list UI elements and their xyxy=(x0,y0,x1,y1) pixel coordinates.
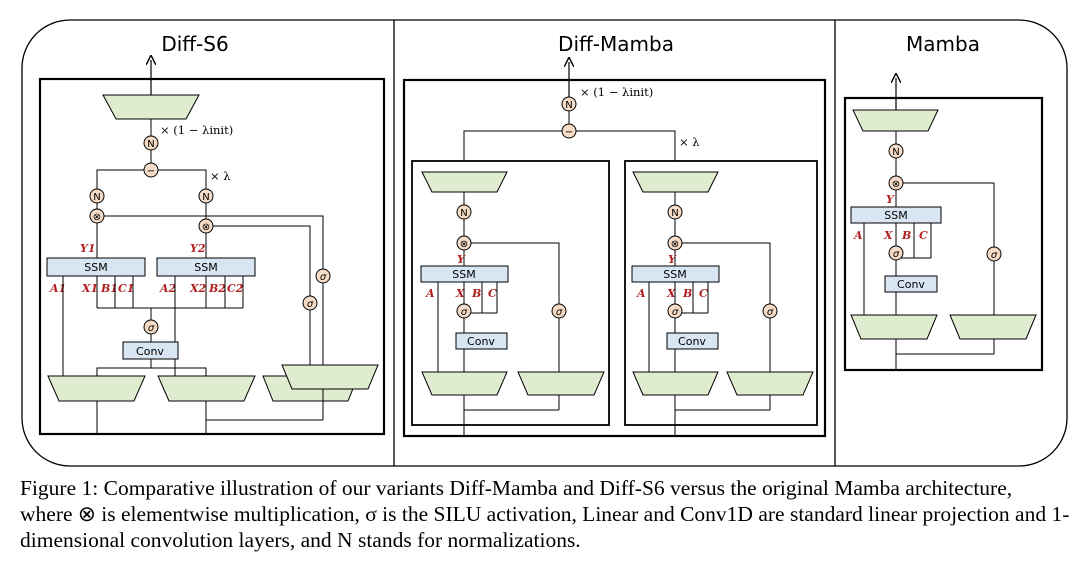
svg-text:Y: Y xyxy=(886,193,895,206)
svg-text:Y1: Y1 xyxy=(80,242,96,255)
input-linear-block xyxy=(850,314,938,340)
svg-text:A2: A2 xyxy=(159,282,177,295)
svg-text:⊗: ⊗ xyxy=(671,239,679,250)
svg-text:B: B xyxy=(682,287,692,300)
input-linear-block xyxy=(157,375,256,402)
output-linear-block xyxy=(421,171,508,193)
svg-text:SSM: SSM xyxy=(663,268,686,281)
svg-text:N: N xyxy=(565,100,572,111)
mamba-sub-block: N ⊗ Y SSM A X B C σ Conv σ xyxy=(624,160,818,426)
svg-text:σ: σ xyxy=(307,299,314,310)
svg-text:⊗: ⊗ xyxy=(460,239,468,250)
output-linear-block xyxy=(102,94,200,120)
svg-text:X1: X1 xyxy=(81,282,98,295)
svg-text:σ: σ xyxy=(148,323,155,334)
svg-text:Conv: Conv xyxy=(897,278,925,291)
svg-text:N: N xyxy=(892,147,899,158)
svg-text:A: A xyxy=(853,229,863,242)
lambda-label: × λ xyxy=(679,135,700,149)
svg-text:⊗: ⊗ xyxy=(892,179,900,190)
input-linear-block xyxy=(517,371,605,396)
svg-text:C2: C2 xyxy=(227,282,244,295)
input-linear-block xyxy=(281,364,379,390)
svg-text:SSM: SSM xyxy=(84,261,107,274)
svg-text:C: C xyxy=(699,287,708,300)
input-linear-block xyxy=(421,371,508,396)
output-linear-block xyxy=(852,109,939,132)
block-frame xyxy=(38,77,386,436)
svg-text:σ: σ xyxy=(461,307,468,318)
conv-block xyxy=(884,275,938,293)
scale-label: × (1 − λinit) xyxy=(160,123,233,137)
block-frame xyxy=(843,96,1044,372)
svg-text:N: N xyxy=(671,208,678,219)
svg-text:σ: σ xyxy=(991,250,998,261)
conv-block xyxy=(666,332,719,350)
svg-text:N: N xyxy=(147,139,154,150)
panel-diff-s6: Diff-S6 N × (1 − λinit) − × λ N N ⊗ ⊗ xyxy=(38,32,386,436)
svg-text:A: A xyxy=(425,287,435,300)
svg-text:X: X xyxy=(666,287,676,300)
svg-text:B: B xyxy=(471,287,481,300)
svg-text:A1: A1 xyxy=(49,282,66,295)
svg-text:C: C xyxy=(488,287,497,300)
svg-text:SSM: SSM xyxy=(194,261,217,274)
outer-frame xyxy=(21,19,1068,467)
svg-text:σ: σ xyxy=(672,307,679,318)
svg-text:Conv: Conv xyxy=(136,345,164,358)
input-linear-block xyxy=(47,375,146,402)
svg-text:B2: B2 xyxy=(208,282,226,295)
lambda-label: × λ xyxy=(210,169,231,183)
svg-text:Y: Y xyxy=(457,253,466,266)
svg-text:A: A xyxy=(636,287,646,300)
svg-text:C1: C1 xyxy=(118,282,134,295)
svg-text:⊗: ⊗ xyxy=(93,212,101,223)
svg-text:X: X xyxy=(883,229,893,242)
svg-text:X: X xyxy=(455,287,465,300)
svg-text:Conv: Conv xyxy=(678,335,706,348)
outer-block-frame xyxy=(402,78,827,438)
svg-text:N: N xyxy=(460,208,467,219)
input-linear-block xyxy=(949,314,1037,340)
ssm-block xyxy=(46,257,146,277)
svg-text:N: N xyxy=(93,192,100,203)
svg-text:σ: σ xyxy=(893,249,900,260)
panel-title: Diff-Mamba xyxy=(558,32,674,56)
scale-label: × (1 − λinit) xyxy=(580,85,653,99)
svg-text:−: − xyxy=(565,127,573,138)
input-linear-block xyxy=(726,371,814,396)
svg-text:σ: σ xyxy=(556,307,563,318)
svg-text:B: B xyxy=(901,229,911,242)
svg-text:Y: Y xyxy=(668,253,677,266)
svg-text:Conv: Conv xyxy=(467,335,495,348)
svg-text:B1: B1 xyxy=(100,282,118,295)
panel-title: Diff-S6 xyxy=(161,32,228,56)
figure-caption: Figure 1: Comparative illustration of ou… xyxy=(20,476,1070,552)
svg-text:σ: σ xyxy=(320,272,327,283)
panel-title: Mamba xyxy=(906,32,980,56)
svg-text:Y2: Y2 xyxy=(190,242,206,255)
panel-mamba: Mamba N ⊗ Y SSM A X B C σ Conv σ xyxy=(843,32,1044,372)
svg-text:X2: X2 xyxy=(189,282,207,295)
panel-diff-mamba: Diff-Mamba N × (1 − λinit) − × λ N ⊗ Y S… xyxy=(402,32,827,438)
mamba-sub-block: N ⊗ Y SSM A X B C σ Conv σ xyxy=(411,160,610,426)
output-linear-block xyxy=(632,171,719,193)
svg-text:SSM: SSM xyxy=(452,268,475,281)
svg-text:N: N xyxy=(202,192,209,203)
svg-text:σ: σ xyxy=(767,307,774,318)
svg-text:C: C xyxy=(919,229,928,242)
conv-block xyxy=(455,332,508,350)
svg-text:−: − xyxy=(147,166,155,177)
svg-text:SSM: SSM xyxy=(884,209,907,222)
architecture-diagram: Diff-S6 N × (1 − λinit) − × λ N N ⊗ ⊗ xyxy=(21,19,1068,467)
svg-text:⊗: ⊗ xyxy=(202,222,210,233)
input-linear-block xyxy=(632,371,719,396)
